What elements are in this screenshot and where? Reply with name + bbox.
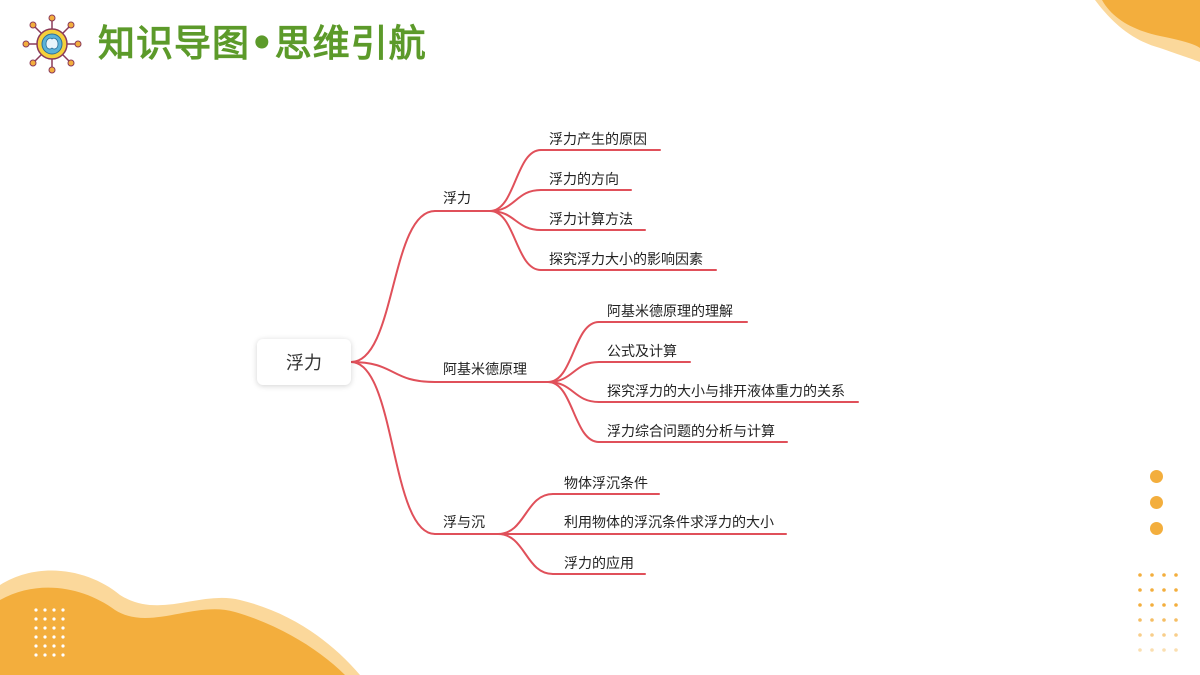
branch-to-leaf-connector xyxy=(489,189,542,212)
orange-dot xyxy=(1150,522,1163,535)
branch-node-archimedes[interactable]: 阿基米德原理 xyxy=(443,362,527,378)
leaf-node[interactable]: 浮力综合问题的分析与计算 xyxy=(607,424,775,440)
root-to-branch-connector xyxy=(350,210,436,363)
root-to-branch-connector xyxy=(350,361,436,535)
leaf-node[interactable]: 阿基米德原理的理解 xyxy=(607,304,733,320)
branch-to-leaf-connector xyxy=(497,533,554,575)
leaf-node[interactable]: 浮力的应用 xyxy=(564,556,634,572)
top-right-orange-blob xyxy=(1102,0,1200,48)
page-title: 知识导图•思维引航 xyxy=(98,22,427,65)
orange-dot xyxy=(1150,470,1163,483)
branch-to-leaf-connector xyxy=(547,321,600,383)
root-node-label: 浮力 xyxy=(286,353,322,374)
bottom-right-dot-grid xyxy=(1138,573,1178,652)
leaf-node[interactable]: 探究浮力大小的影响因素 xyxy=(549,252,703,268)
leaf-node[interactable]: 物体浮沉条件 xyxy=(564,476,648,492)
root-to-branch-connector xyxy=(350,361,436,383)
branch-to-leaf-connector xyxy=(489,149,542,212)
right-vertical-dots xyxy=(1150,470,1163,548)
leaf-node[interactable]: 公式及计算 xyxy=(607,344,677,360)
brain-network-icon xyxy=(22,14,82,74)
leaf-node[interactable]: 探究浮力的大小与排开液体重力的关系 xyxy=(607,384,845,400)
bottom-left-dot-grid xyxy=(34,608,65,657)
branch-to-leaf-connector xyxy=(547,381,600,443)
leaf-node[interactable]: 利用物体的浮沉条件求浮力的大小 xyxy=(564,515,774,531)
branch-to-leaf-connector xyxy=(547,361,600,383)
mindmap-root-node[interactable]: 浮力 xyxy=(257,339,351,385)
branch-node-buoyancy[interactable]: 浮力 xyxy=(443,191,471,207)
branch-to-leaf-connector xyxy=(489,210,542,271)
orange-dot xyxy=(1150,496,1163,509)
leaf-node[interactable]: 浮力产生的原因 xyxy=(549,132,647,148)
leaf-node[interactable]: 浮力的方向 xyxy=(549,172,619,188)
leaf-node[interactable]: 浮力计算方法 xyxy=(549,212,633,228)
bottom-left-orange-blob xyxy=(0,587,345,675)
branch-to-leaf-connector xyxy=(497,493,554,535)
branch-node-float-sink[interactable]: 浮与沉 xyxy=(443,515,485,531)
